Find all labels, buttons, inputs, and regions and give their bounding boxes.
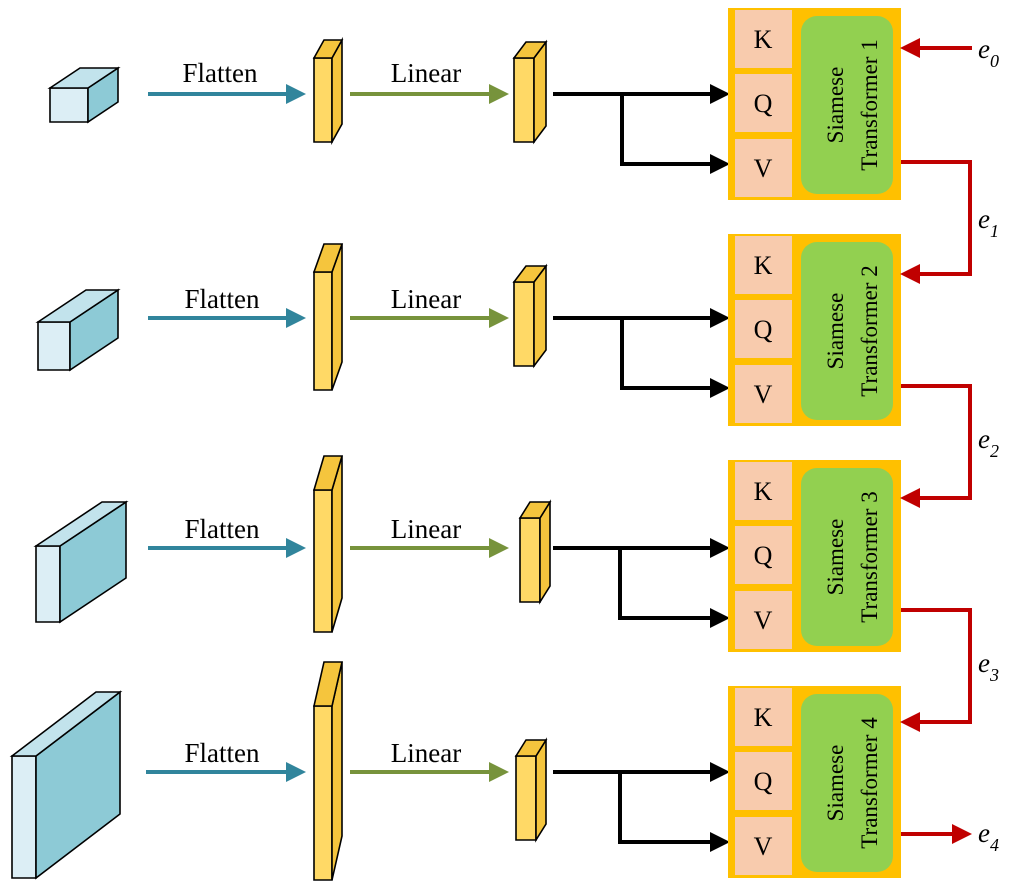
transformer-block-4: K Q V Siamese Transformer 4 [728,686,901,878]
to-v-arrow-4 [618,772,730,852]
row-1: Flatten Linear K Q V Siamese Transform [47,8,901,200]
v-box-2 [735,365,792,423]
v-box-3 [735,591,792,649]
transformer-box-2 [801,242,893,420]
flattened-vector-3 [312,455,344,633]
transformer-block-3: K Q V Siamese Transformer 3 [728,460,901,652]
k-box-2 [735,236,792,294]
transformer-box-4 [801,694,893,872]
linear-label-1: Linear [391,58,461,88]
q-box-1 [735,74,792,132]
transformer-block-2: K Q V Siamese Transformer 2 [728,234,901,426]
flatten-label-4: Flatten [185,738,260,768]
v-label-3: V [754,606,773,635]
transformer-line2-3: Transformer 3 [857,491,882,622]
projected-vector-4 [514,737,548,843]
transformer-line2-1: Transformer 1 [857,39,882,170]
e2-link-arrow [900,384,972,508]
e1-label: e1 [978,204,999,241]
e0-label: e0 [978,34,999,71]
transformer-block-1: K Q V Siamese Transformer 1 [728,8,901,200]
row-4: Flatten Linear K Q V Siamese Transform [9,661,901,881]
k-label-2: K [754,251,773,280]
transformer-line1-3: Siamese [823,519,848,596]
q-box-4 [735,752,792,810]
transformer-box-1 [801,16,893,194]
k-label-3: K [754,477,773,506]
flatten-label-2: Flatten [185,284,260,314]
k-box-1 [735,10,792,68]
k-label-4: K [754,703,773,732]
feature-map-cube-1 [47,66,121,124]
feature-map-cube-2 [35,288,121,372]
feature-map-cube-4 [9,690,123,880]
to-v-arrow-2 [620,318,730,398]
q-box-3 [735,526,792,584]
transformer-box-3 [801,468,893,646]
v-label-4: V [754,832,773,861]
flattened-vector-2 [312,243,344,391]
e3-label: e3 [978,648,999,685]
v-box-4 [735,817,792,875]
flatten-label-3: Flatten [185,514,260,544]
to-v-arrow-3 [618,548,730,628]
v-label-2: V [754,380,773,409]
transformer-line2-4: Transformer 4 [857,717,882,849]
flattened-vector-1 [312,36,344,146]
q-label-4: Q [754,767,773,796]
q-label-2: Q [754,315,773,344]
linear-label-4: Linear [391,738,461,768]
transformer-line1-2: Siamese [823,293,848,370]
row-2: Flatten Linear K Q V Siamese Transform [35,234,901,426]
e1-link-arrow [900,160,972,284]
flatten-label-1: Flatten [183,58,258,88]
e3-link-arrow [900,608,972,732]
q-label-1: Q [754,89,773,118]
v-label-1: V [754,154,773,183]
feature-map-cube-3 [33,500,129,624]
projected-vector-2 [512,263,548,369]
transformer-line2-2: Transformer 2 [857,265,882,396]
q-box-2 [735,300,792,358]
linear-label-3: Linear [391,514,461,544]
embedding-chain: e0 e1 e2 e3 e4 [900,34,999,855]
transformer-line1-1: Siamese [823,67,848,144]
projected-vector-1 [512,39,548,145]
row-3: Flatten Linear K Q V Siamese Transform [33,455,901,652]
projected-vector-3 [518,499,552,605]
k-box-3 [735,462,792,520]
k-box-4 [735,688,792,746]
linear-label-2: Linear [391,284,461,314]
e2-label: e2 [978,424,999,461]
to-v-arrow-1 [620,94,730,174]
flattened-vector-4 [312,661,344,881]
q-label-3: Q [754,541,773,570]
e4-label: e4 [978,818,999,855]
v-box-1 [735,139,792,197]
k-label-1: K [754,25,773,54]
transformer-line1-4: Siamese [823,745,848,822]
